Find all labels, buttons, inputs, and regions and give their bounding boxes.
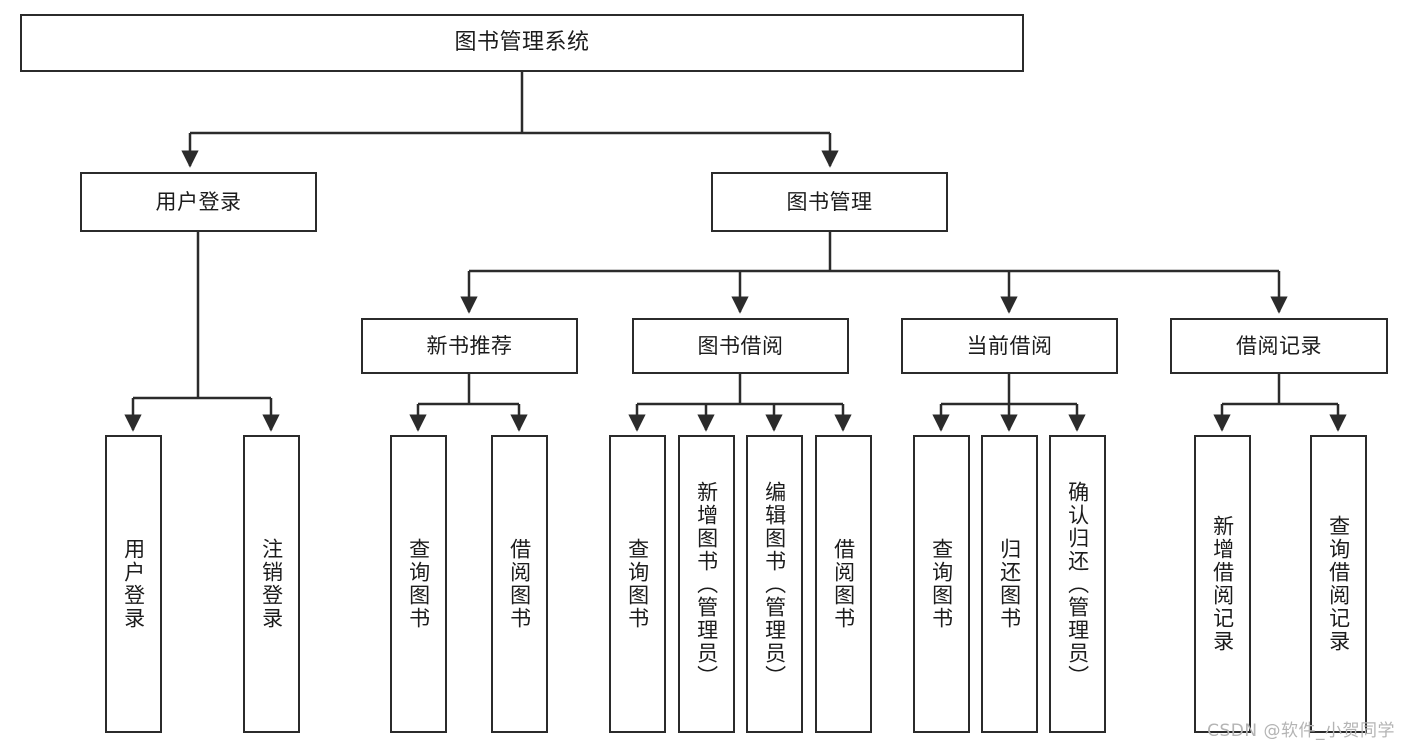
node-leaf-logout-login-label: 注销登录 <box>259 538 284 630</box>
node-leaf-return-book-label: 归还图书 <box>997 538 1022 630</box>
node-user-login-label: 用户登录 <box>155 189 242 214</box>
node-leaf-query-book-2[interactable]: 查询图书 <box>609 435 666 733</box>
node-book-manage[interactable]: 图书管理 <box>711 172 948 232</box>
node-leaf-logout-login[interactable]: 注销登录 <box>243 435 300 733</box>
watermark-text: CSDN @软件_小贺同学 <box>1207 721 1395 741</box>
node-leaf-user-login-label: 用户登录 <box>121 538 146 630</box>
node-leaf-edit-book[interactable]: 编辑图书（管理员） <box>746 435 803 733</box>
node-leaf-borrow-book-1-label: 借阅图书 <box>507 538 532 630</box>
node-leaf-add-record-label: 新增借阅记录 <box>1210 515 1235 653</box>
node-leaf-borrow-book-1[interactable]: 借阅图书 <box>491 435 548 733</box>
node-leaf-confirm-return-label: 确认归还（管理员） <box>1065 480 1090 688</box>
node-leaf-borrow-book-2-label: 借阅图书 <box>831 538 856 630</box>
node-leaf-add-book[interactable]: 新增图书（管理员） <box>678 435 735 733</box>
node-leaf-user-login[interactable]: 用户登录 <box>105 435 162 733</box>
node-leaf-query-book-1[interactable]: 查询图书 <box>390 435 447 733</box>
node-leaf-query-book-2-label: 查询图书 <box>625 538 650 630</box>
node-root-label: 图书管理系统 <box>454 30 590 56</box>
node-current-borrow[interactable]: 当前借阅 <box>901 318 1118 374</box>
node-book-manage-label: 图书管理 <box>786 189 873 214</box>
node-leaf-return-book[interactable]: 归还图书 <box>981 435 1038 733</box>
node-new-book-rec[interactable]: 新书推荐 <box>361 318 578 374</box>
node-leaf-query-book-3-label: 查询图书 <box>929 538 954 630</box>
node-root[interactable]: 图书管理系统 <box>20 14 1024 72</box>
node-leaf-add-book-label: 新增图书（管理员） <box>694 480 719 688</box>
node-current-borrow-label: 当前借阅 <box>966 333 1053 358</box>
node-user-login[interactable]: 用户登录 <box>80 172 317 232</box>
node-book-borrow-label: 图书借阅 <box>697 333 784 358</box>
node-leaf-query-record[interactable]: 查询借阅记录 <box>1310 435 1367 733</box>
node-borrow-record-label: 借阅记录 <box>1236 333 1322 358</box>
node-leaf-query-record-label: 查询借阅记录 <box>1326 515 1351 653</box>
node-borrow-record[interactable]: 借阅记录 <box>1170 318 1388 374</box>
node-leaf-add-record[interactable]: 新增借阅记录 <box>1194 435 1251 733</box>
node-leaf-borrow-book-2[interactable]: 借阅图书 <box>815 435 872 733</box>
node-leaf-query-book-3[interactable]: 查询图书 <box>913 435 970 733</box>
node-leaf-query-book-1-label: 查询图书 <box>406 538 431 630</box>
node-leaf-confirm-return[interactable]: 确认归还（管理员） <box>1049 435 1106 733</box>
node-book-borrow[interactable]: 图书借阅 <box>632 318 849 374</box>
node-new-book-rec-label: 新书推荐 <box>426 333 513 358</box>
node-leaf-edit-book-label: 编辑图书（管理员） <box>762 480 787 688</box>
